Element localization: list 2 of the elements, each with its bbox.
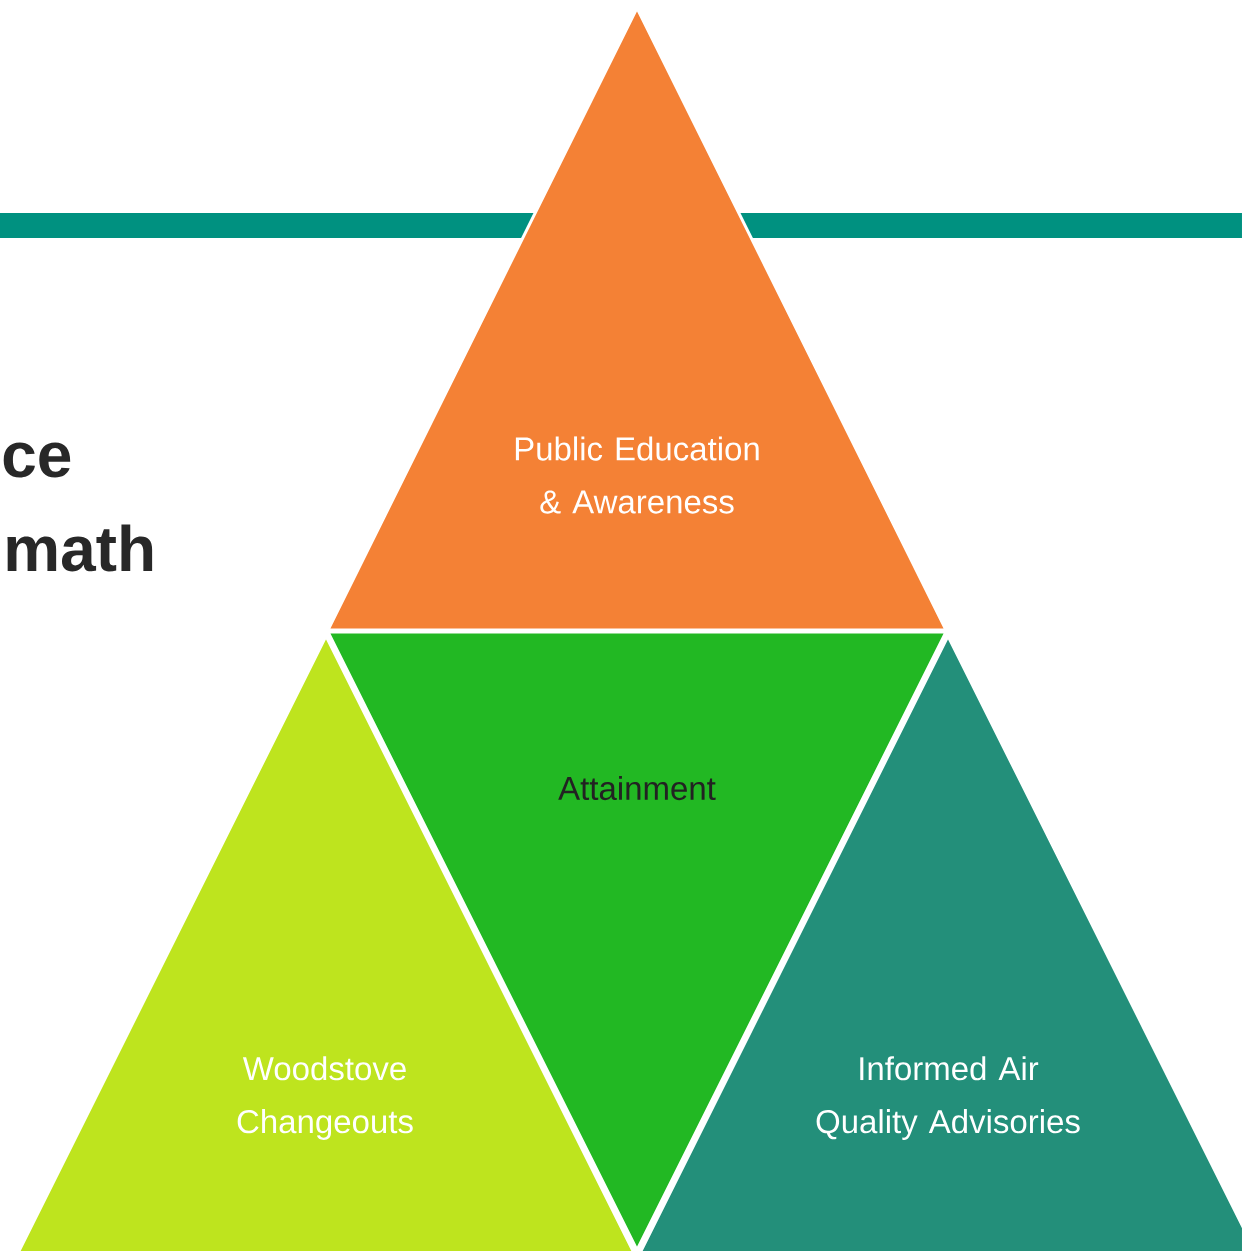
title-text: ce <box>3 442 71 478</box>
title-text: math <box>7 524 153 572</box>
